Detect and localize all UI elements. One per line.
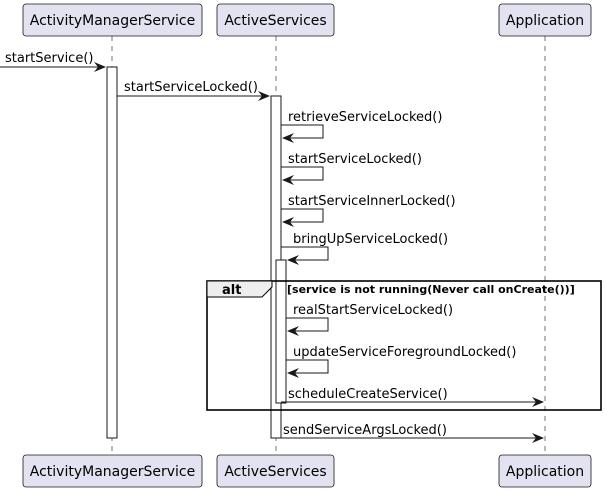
participant-top-activeservices: ActiveServices [216, 3, 335, 37]
participant-label: ActivityManagerService [30, 464, 195, 480]
participant-bottom-activeservices: ActiveServices [216, 454, 335, 488]
arrow-head-icon [532, 397, 544, 407]
message-updateserviceforegroundlocked: updateServiceForegroundLocked() [286, 345, 516, 378]
participant-label: ActiveServices [224, 464, 326, 480]
message-label: startServiceLocked() [288, 152, 422, 167]
message-retrieveservicelocked: retrieveServiceLocked() [281, 110, 442, 143]
arrow-head-icon [282, 217, 294, 227]
participant-top-application: Application [498, 3, 592, 37]
message-schedulecreateservice: scheduleCreateService() [281, 387, 544, 407]
arrow-head-icon [287, 255, 299, 265]
arrow-head-icon [258, 91, 270, 101]
arrow-head-icon [282, 175, 294, 185]
arrow-head-icon [532, 433, 544, 443]
message-label: startServiceLocked() [124, 80, 258, 95]
message-bringupservicelocked: bringUpServiceLocked() [281, 232, 448, 265]
participant-bottom-activitymanagerservice: ActivityManagerService [22, 454, 203, 488]
message-realstartservicelocked: realStartServiceLocked() [286, 303, 453, 336]
alt-operator-label: alt [222, 283, 241, 298]
participant-label: Application [506, 13, 584, 29]
arrow-head-icon [94, 62, 106, 72]
participant-label: ActivityManagerService [30, 13, 195, 29]
message-startservice: startService() [0, 51, 106, 72]
message-startservicelocked-call: startServiceLocked() [117, 80, 270, 101]
alt-fragment-tab [206, 280, 273, 298]
message-label: startService() [5, 51, 93, 66]
message-label: sendServiceArgsLocked() [283, 423, 447, 438]
alt-fragment: alt [service is not running(Never call o… [206, 280, 602, 411]
alt-guard-label: [service is not running(Never call onCre… [287, 283, 575, 296]
message-label: scheduleCreateService() [288, 387, 448, 402]
message-label: updateServiceForegroundLocked() [293, 345, 516, 360]
activation-activitymanagerservice [106, 66, 118, 439]
message-sendserviceargslocked: sendServiceArgsLocked() [281, 423, 544, 443]
arrow-head-icon [282, 133, 294, 143]
participant-bottom-application: Application [498, 454, 592, 488]
message-label: realStartServiceLocked() [293, 303, 453, 318]
participant-label: Application [506, 464, 584, 480]
activation-activeservices-inner [275, 259, 287, 404]
message-label: bringUpServiceLocked() [293, 232, 448, 247]
participant-label: ActiveServices [224, 13, 326, 29]
message-label: startServiceInnerLocked() [288, 194, 456, 209]
message-label: retrieveServiceLocked() [288, 110, 442, 125]
participant-top-activitymanagerservice: ActivityManagerService [22, 3, 203, 37]
message-startserviceinnerlocked: startServiceInnerLocked() [281, 194, 456, 227]
message-startservicelocked-self: startServiceLocked() [281, 152, 422, 185]
arrow-head-icon [287, 326, 299, 336]
arrow-head-icon [287, 368, 299, 378]
